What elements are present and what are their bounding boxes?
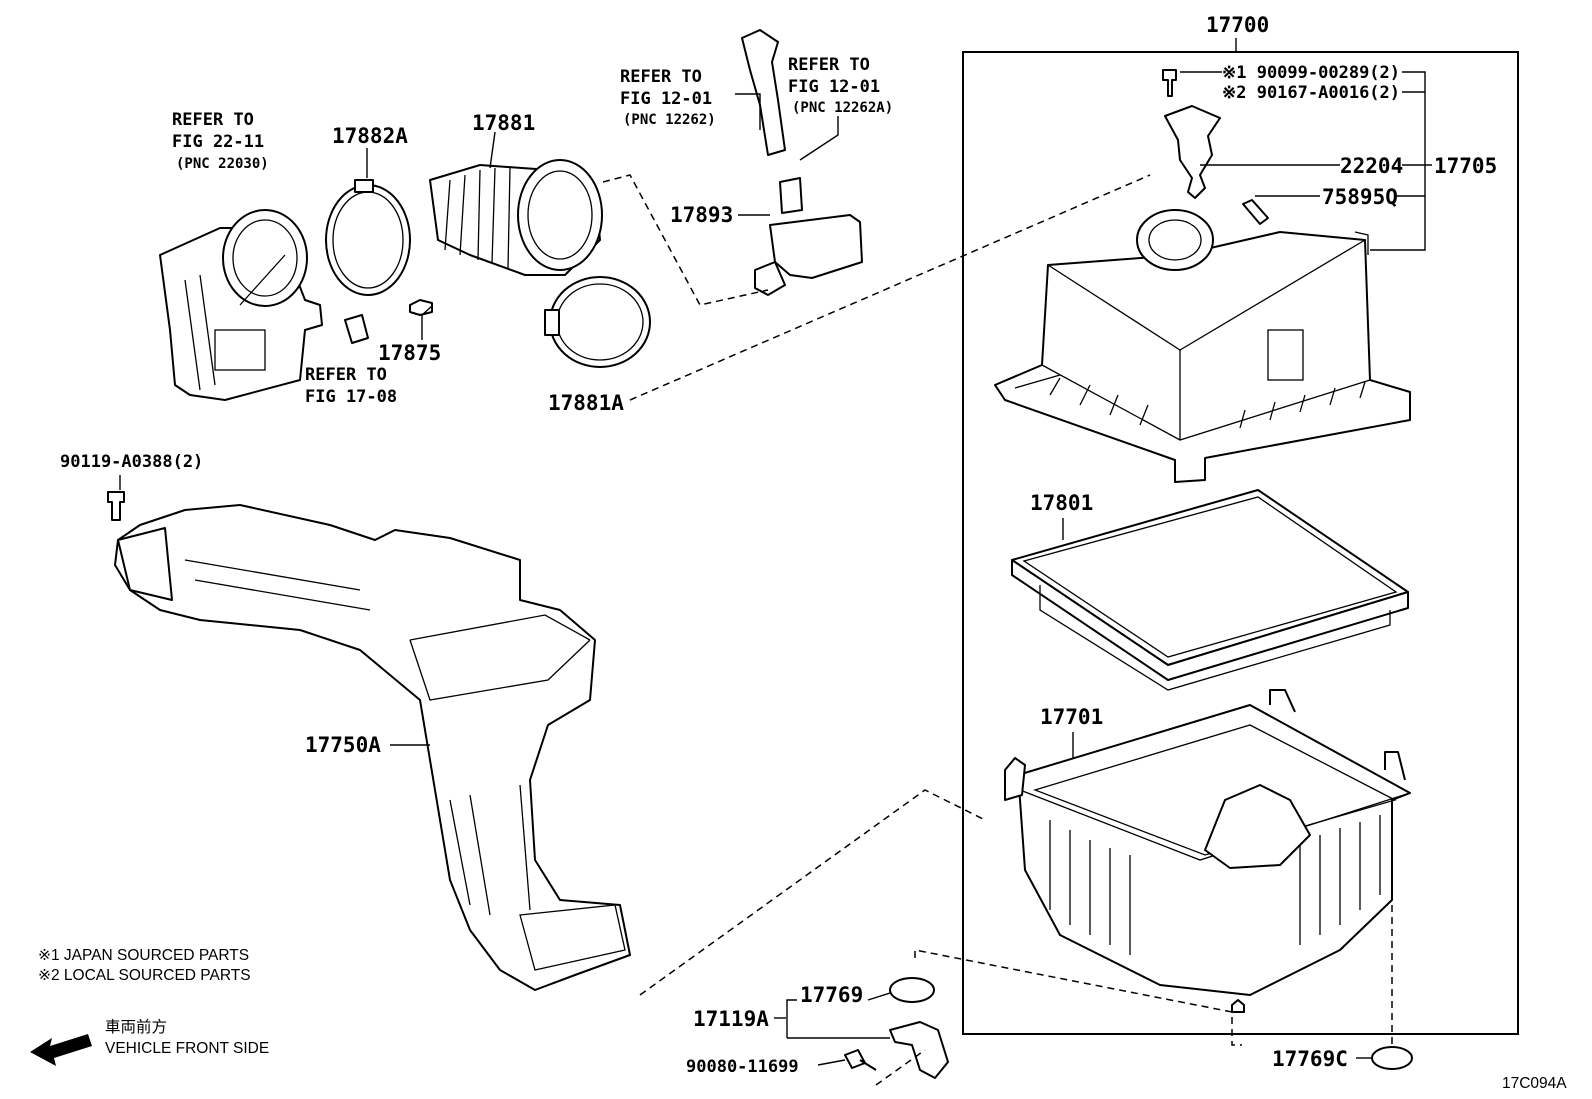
ref-fig-22-11-line2: FIG 22-11 bbox=[172, 132, 264, 152]
note-local-sourced: ※2 LOCAL SOURCED PARTS bbox=[38, 967, 251, 984]
label-17750a: 17750A bbox=[305, 733, 381, 757]
assembly-box bbox=[962, 51, 1519, 1035]
diagram-id: 17C094A bbox=[1502, 1075, 1567, 1092]
label-17705: 17705 bbox=[1434, 154, 1497, 178]
dashed-lines bbox=[602, 174, 1393, 1086]
ref-fig-17-08-line1: REFER TO bbox=[305, 365, 387, 385]
label-17701: 17701 bbox=[1040, 705, 1103, 729]
ref-fig-17-08-line2: FIG 17-08 bbox=[305, 387, 397, 407]
label-90099-a: ※1 90099-00289(2) bbox=[1222, 63, 1400, 83]
clamp-17882a bbox=[325, 179, 411, 296]
label-17801: 17801 bbox=[1030, 491, 1093, 515]
grommet-17769 bbox=[889, 977, 935, 1003]
label-17119a: 17119A bbox=[693, 1007, 769, 1031]
ref-fig-12-01a-line1: REFER TO bbox=[620, 67, 702, 87]
bracket-17119a bbox=[889, 1021, 949, 1079]
ref-fig-12-01b-line3: (PNC 12262A) bbox=[792, 100, 893, 116]
leader-lines bbox=[119, 71, 1432, 1066]
label-17700: 17700 bbox=[1206, 13, 1269, 37]
label-17769: 17769 bbox=[800, 983, 863, 1007]
air-cleaner-case bbox=[1004, 689, 1411, 1013]
label-90119: 90119-A0388(2) bbox=[60, 452, 203, 472]
ref-fig-22-11-line3: (PNC 22030) bbox=[176, 156, 269, 172]
gasket-75895q bbox=[1242, 199, 1269, 225]
bolt-90080 bbox=[844, 1049, 877, 1071]
label-17881: 17881 bbox=[472, 111, 535, 135]
label-17882a: 17882A bbox=[332, 124, 408, 148]
clip-17875 bbox=[409, 299, 433, 316]
ref-fig-12-01b-line1: REFER TO bbox=[788, 55, 870, 75]
label-90080: 90080-11699 bbox=[686, 1057, 799, 1077]
label-17875: 17875 bbox=[378, 341, 441, 365]
vacuum-hose bbox=[344, 314, 369, 344]
label-22204: 22204 bbox=[1340, 154, 1403, 178]
intake-hose-17881 bbox=[429, 159, 603, 276]
bolt-90119 bbox=[107, 491, 125, 521]
label-90099-b: ※2 90167-A0016(2) bbox=[1222, 83, 1400, 103]
vehicle-front-jp: 車両前方 bbox=[105, 1018, 167, 1036]
intake-duct-17750a bbox=[114, 504, 631, 991]
grommet-17769c bbox=[1371, 1046, 1413, 1070]
label-17893: 17893 bbox=[670, 203, 733, 227]
label-75895q: 75895Q bbox=[1322, 185, 1398, 209]
throttle-body bbox=[159, 209, 323, 401]
note-japan-sourced: ※1 JAPAN SOURCED PARTS bbox=[38, 947, 249, 964]
air-filter-element bbox=[1011, 489, 1409, 691]
ref-fig-12-01a-line2: FIG 12-01 bbox=[620, 89, 712, 109]
vehicle-front-arrow-icon bbox=[30, 1034, 92, 1066]
label-17881a: 17881A bbox=[548, 391, 624, 415]
vehicle-front-en: VEHICLE FRONT SIDE bbox=[105, 1040, 269, 1057]
ref-fig-12-01b-line2: FIG 12-01 bbox=[788, 77, 880, 97]
resonator-17893 bbox=[741, 29, 863, 296]
clamp-17881a bbox=[544, 276, 651, 368]
sensor-22204 bbox=[1162, 69, 1221, 199]
air-cleaner-cap bbox=[994, 209, 1411, 483]
ref-fig-12-01a-line3: (PNC 12262) bbox=[623, 112, 716, 128]
ref-fig-22-11-line1: REFER TO bbox=[172, 110, 254, 130]
label-17769c: 17769C bbox=[1272, 1047, 1348, 1071]
